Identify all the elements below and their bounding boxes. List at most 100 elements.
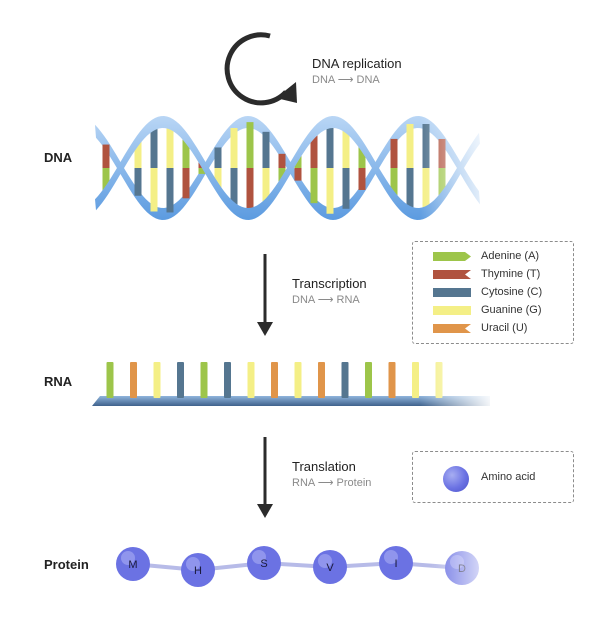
legend-item-guanine: Guanine (G) xyxy=(433,302,542,318)
dna-base-pair-half xyxy=(278,153,286,168)
dna-base-pair-half xyxy=(134,140,142,168)
cytosine-swatch-icon xyxy=(433,287,471,297)
dna-base-pair-half xyxy=(294,155,302,168)
legend-label: Uracil (U) xyxy=(481,322,528,334)
translation-title: Translation xyxy=(292,459,356,474)
rna-row-label: RNA xyxy=(44,374,73,389)
dna-base-pair-half xyxy=(102,168,110,192)
dna-base-pair-half xyxy=(166,168,174,213)
dna-base-pair-half xyxy=(390,138,398,168)
translation-arrow-head xyxy=(257,504,273,518)
replication-arrow-glyph: ⟶ xyxy=(337,74,354,86)
dna-double-helix xyxy=(95,100,495,240)
transcription-title: Transcription xyxy=(292,276,367,291)
dna-base-pair-half xyxy=(150,124,158,168)
legend-label: Adenine (A) xyxy=(481,250,540,262)
dna-base-pair-half xyxy=(310,168,318,204)
amino-acid-highlight xyxy=(186,557,200,571)
guanine-swatch-icon xyxy=(433,305,471,315)
dna-base-pair-half xyxy=(214,147,222,168)
dna-base-pair-half xyxy=(342,127,350,168)
rna-base-C xyxy=(341,362,349,398)
dna-base-pair-half xyxy=(230,168,238,208)
uracil-swatch-icon xyxy=(433,323,471,333)
dna-base-pair-half xyxy=(246,168,254,214)
transcription-subtitle: DNA ⟶ RNA xyxy=(292,293,360,306)
transcription-arrow-glyph: ⟶ xyxy=(317,294,334,306)
amino-acid-letter: V xyxy=(326,562,334,574)
rna-base-A xyxy=(106,362,114,398)
amino-acid-highlight xyxy=(384,550,398,564)
amino-acid-highlight xyxy=(121,551,135,565)
legend-item-uracil: Uracil (U) xyxy=(433,320,527,336)
dna-row-label: DNA xyxy=(44,150,73,165)
rna-base-U xyxy=(318,362,325,398)
transcription-from: DNA xyxy=(292,294,315,306)
protein-row-label: Protein xyxy=(44,557,89,572)
dna-base-pair-half xyxy=(390,168,398,198)
rna-backbone xyxy=(92,396,490,406)
nucleotide-legend: Adenine (A) Thymine (T) Cytosine (C) Gua… xyxy=(412,241,574,344)
dna-base-pair-half xyxy=(246,122,254,168)
replication-subtitle: DNA ⟶ DNA xyxy=(312,73,380,86)
amino-acid-legend: Amino acid xyxy=(412,451,574,503)
translation-arrow-glyph: ⟶ xyxy=(317,477,334,489)
legend-item-cytosine: Cytosine (C) xyxy=(433,284,542,300)
legend-label: Thymine (T) xyxy=(481,268,541,280)
replication-to: DNA xyxy=(356,74,380,86)
amino-acid-S: S xyxy=(247,546,281,580)
replication-from: DNA xyxy=(312,74,335,86)
amino-acid-letter: S xyxy=(260,558,267,570)
amino-acid-icon xyxy=(443,466,469,492)
dna-base-pair-half xyxy=(278,168,286,183)
replication-title: DNA replication xyxy=(312,56,402,71)
dna-base-pair-half xyxy=(198,168,206,174)
amino-acid-highlight xyxy=(318,554,332,568)
dna-base-pair-half xyxy=(358,168,366,190)
rna-base-G xyxy=(412,362,419,398)
rna-base-U xyxy=(388,362,396,398)
dna-base-pair-half xyxy=(166,123,174,168)
rna-base-C xyxy=(224,362,231,398)
legend-label: Cytosine (C) xyxy=(481,286,543,298)
amino-acid-label: Amino acid xyxy=(481,471,536,483)
dna-base-pair-half xyxy=(262,131,270,168)
rna-base-A xyxy=(200,362,208,398)
translation-subtitle: RNA ⟶ Protein xyxy=(292,476,371,489)
dna-base-pair-half xyxy=(406,123,414,168)
dna-base-pair-half xyxy=(310,132,318,168)
dna-base-pair-half xyxy=(342,168,350,209)
amino-acid-M: M xyxy=(116,547,150,581)
transcription-arrow-head xyxy=(257,322,273,336)
legend-item-adenine: Adenine (A) xyxy=(433,248,539,264)
amino-acid-highlight xyxy=(252,550,266,564)
amino-acid-letter: H xyxy=(194,565,202,577)
translation-from: RNA xyxy=(292,477,315,489)
legend-item-thymine: Thymine (T) xyxy=(433,266,540,282)
dna-base-pair-half xyxy=(134,168,142,196)
amino-acid-I: I xyxy=(379,546,413,580)
dna-base-pair-half xyxy=(150,168,158,212)
dna-base-pair-half xyxy=(182,137,190,168)
rna-base-U xyxy=(130,362,137,398)
replication-cycle-arrow xyxy=(224,32,297,106)
rna-base-G xyxy=(247,362,255,398)
thymine-swatch-icon xyxy=(433,269,471,279)
adenine-swatch-icon xyxy=(433,251,471,261)
dna-base-pair-half xyxy=(406,168,414,213)
rna-base-C xyxy=(177,362,184,398)
rna-base-U xyxy=(271,362,278,398)
transcription-to: RNA xyxy=(336,294,360,306)
amino-acid-V: V xyxy=(313,550,347,584)
dna-base-pair-half xyxy=(230,128,238,168)
translation-to: Protein xyxy=(336,477,372,489)
rna-base-A xyxy=(365,362,372,398)
protein-fade-overlay xyxy=(430,540,500,590)
rna-fade-overlay xyxy=(420,350,495,415)
amino-acid-letter: I xyxy=(394,558,397,570)
dna-base-pair-half xyxy=(182,168,190,199)
amino-acid-letter: M xyxy=(128,559,137,571)
